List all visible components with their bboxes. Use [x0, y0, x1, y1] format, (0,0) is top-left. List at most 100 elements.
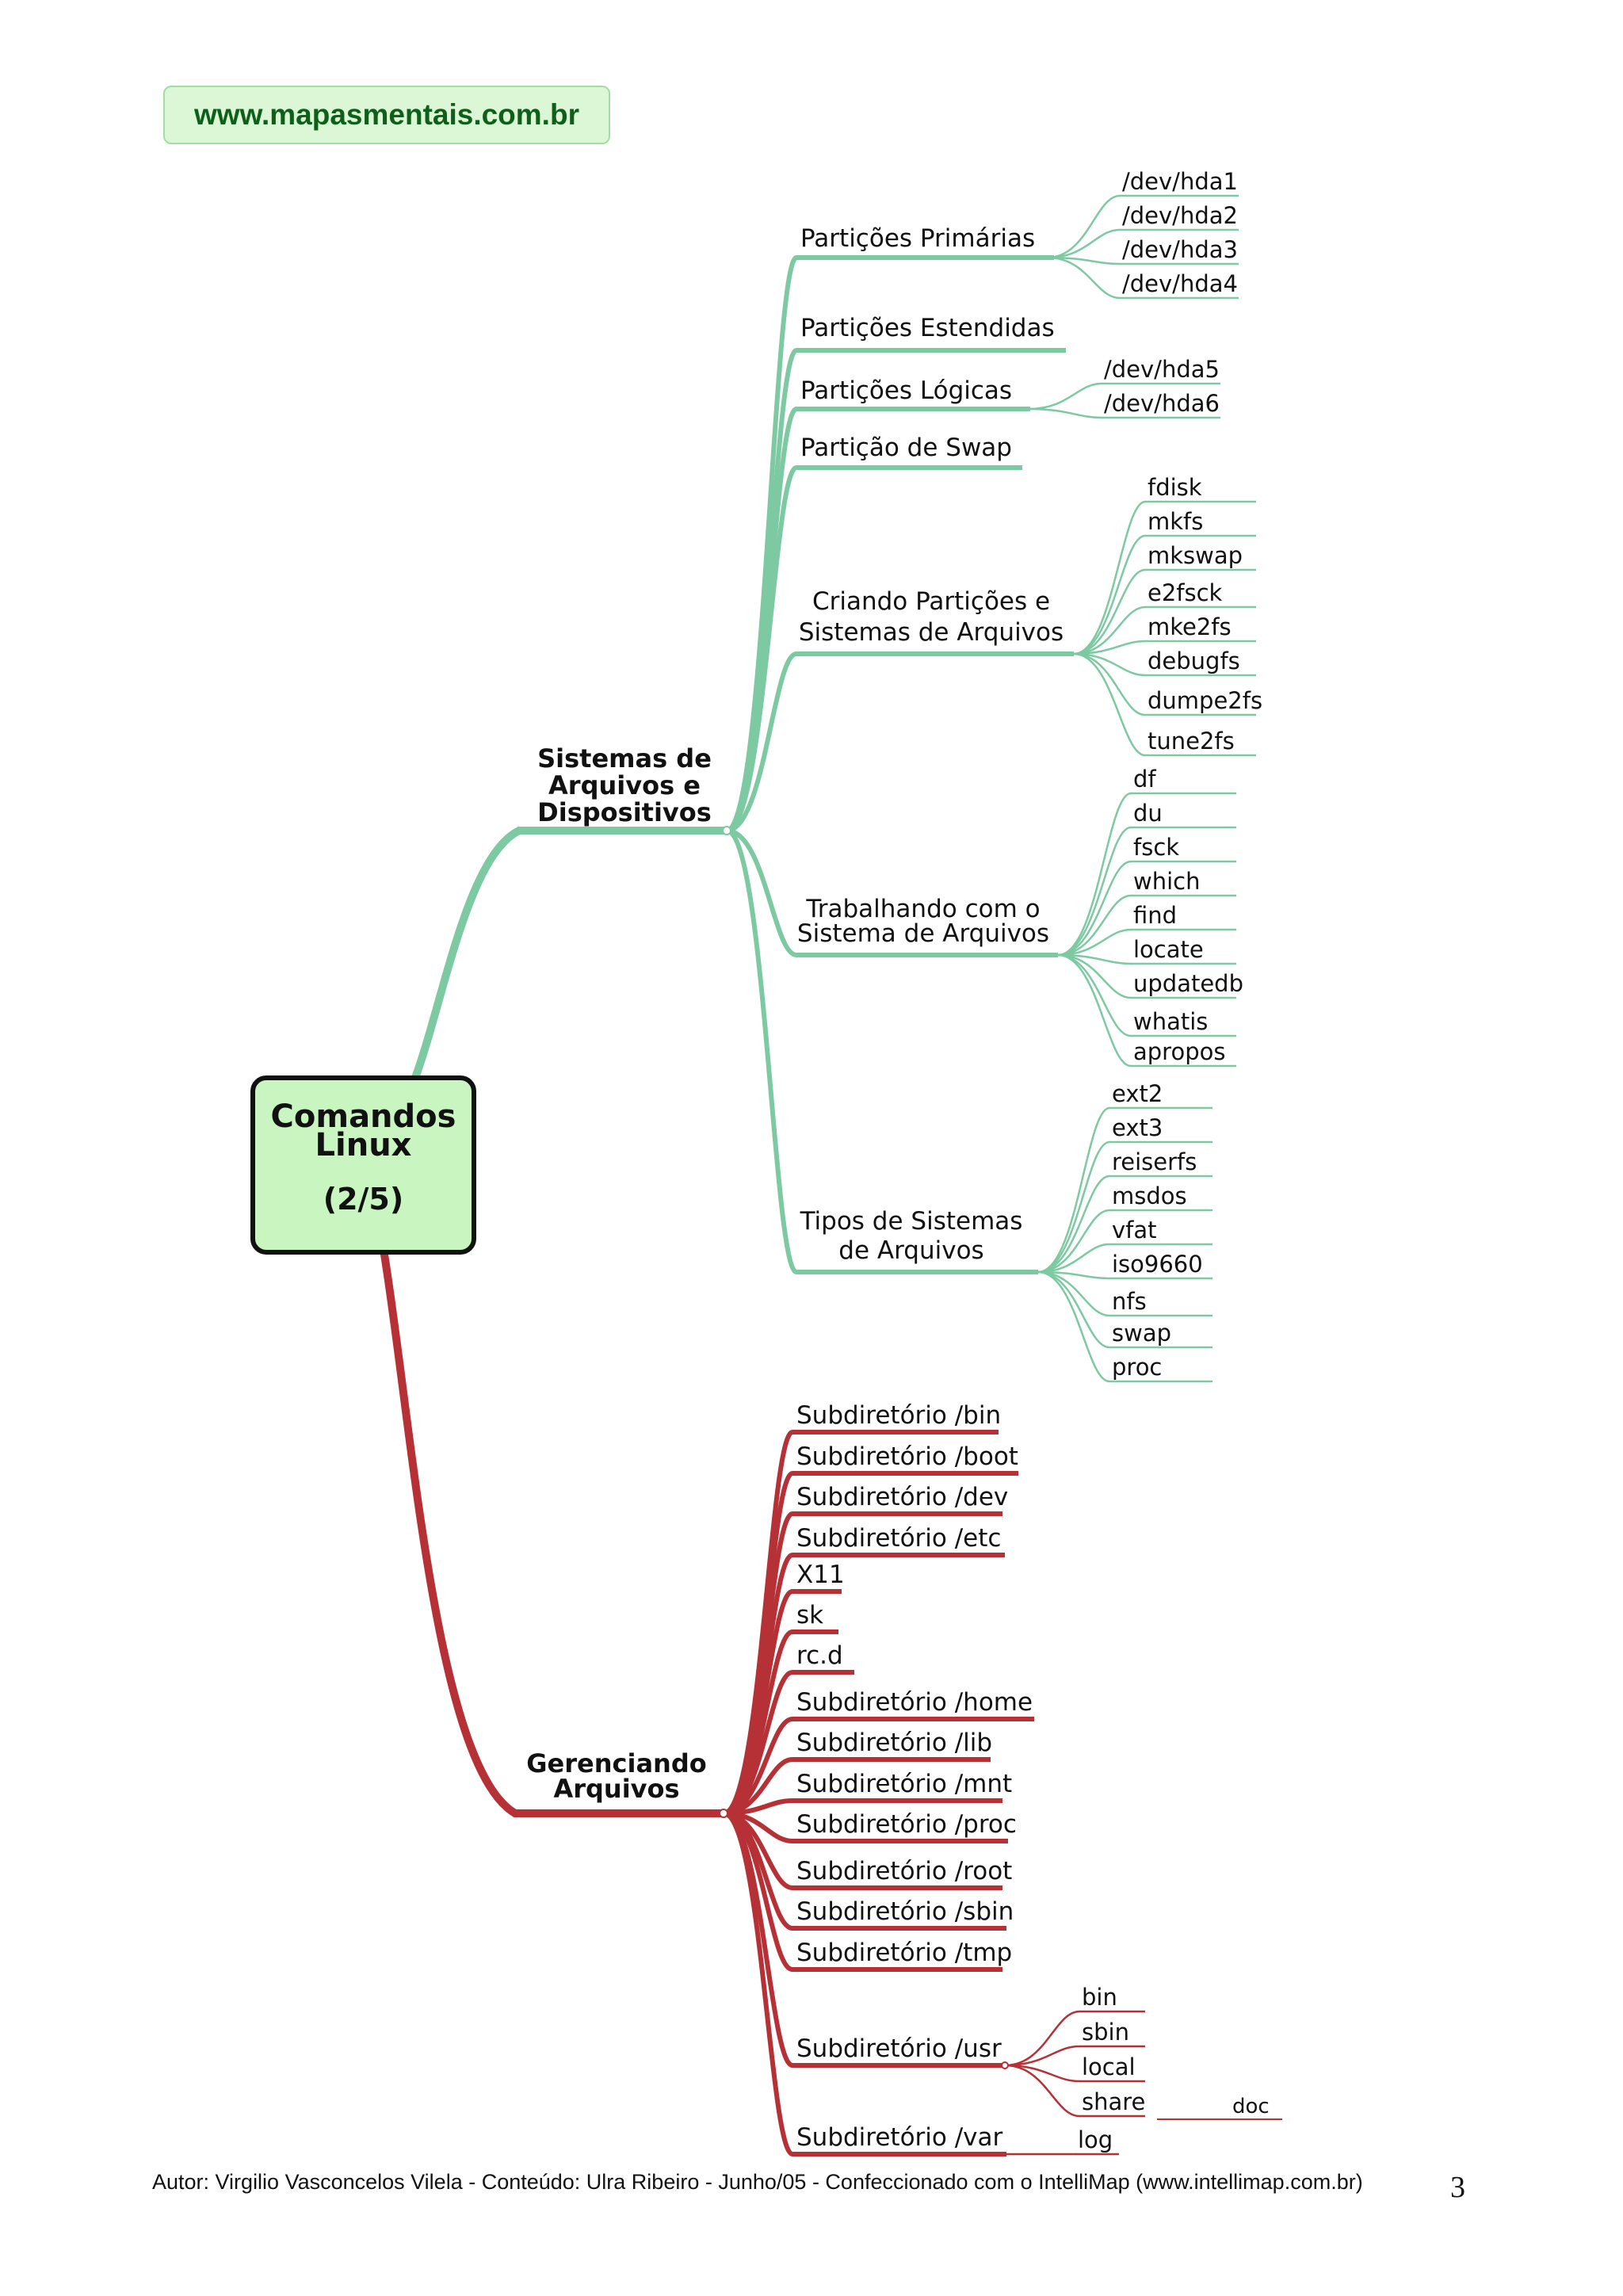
leaf-connector [1056, 953, 1132, 999]
topic-label[interactable]: Partições Lógicas [800, 376, 1012, 405]
leaf-label[interactable]: mkfs [1148, 508, 1203, 535]
leaf-label[interactable]: reiserfs [1112, 1148, 1197, 1175]
leaf-connector [1027, 382, 1103, 411]
leaf-label[interactable]: ext2 [1112, 1080, 1163, 1107]
leaf-label[interactable]: dumpe2fs [1148, 687, 1262, 714]
leaf-label[interactable]: which [1133, 868, 1200, 895]
topic-label[interactable]: de Arquivos [838, 1236, 983, 1265]
topic-label[interactable]: sk [796, 1601, 823, 1629]
leaf-label[interactable]: updatedb [1133, 970, 1243, 997]
branch-label-files[interactable]: Arquivos [553, 1774, 679, 1804]
topic-label[interactable]: Subdiretório /boot [796, 1442, 1018, 1471]
leaf-label[interactable]: tune2fs [1148, 728, 1235, 755]
leaf-connector [1037, 1270, 1111, 1383]
topic-label[interactable]: Partições Primárias [800, 224, 1035, 253]
topic-label[interactable]: Partição de Swap [800, 434, 1012, 462]
leaf-connector [1056, 860, 1132, 957]
leaf-label[interactable]: whatis [1133, 1008, 1208, 1035]
topic-label[interactable]: Subdiretório /proc [796, 1810, 1017, 1839]
leaf-label[interactable]: e2fsck [1148, 579, 1223, 606]
leaf-label[interactable]: /dev/hda3 [1122, 236, 1238, 263]
topic-label[interactable]: Subdiretório /home [796, 1688, 1033, 1717]
leaf-label[interactable]: /dev/hda6 [1104, 390, 1220, 417]
topic-label[interactable]: Subdiretório /mnt [796, 1770, 1012, 1798]
branch-label-filesystems[interactable]: Arquivos e [548, 770, 701, 800]
leaf-label[interactable]: fdisk [1148, 474, 1202, 501]
leaf-label[interactable]: ext3 [1112, 1114, 1163, 1141]
leaf-connector [1072, 652, 1147, 716]
leaf-connector [1056, 928, 1132, 957]
leaf-label[interactable]: find [1133, 902, 1177, 929]
leaf-connector [1056, 894, 1132, 957]
leaf-label[interactable]: /dev/hda1 [1122, 168, 1238, 195]
leaf-label[interactable]: debugfs [1148, 648, 1240, 674]
branch-label-filesystems[interactable]: Sistemas de [537, 743, 712, 774]
topic-label[interactable]: Subdiretório /tmp [796, 1939, 1012, 1967]
leaf-label[interactable]: sbin [1082, 2019, 1129, 2046]
leaf-label[interactable]: /dev/hda5 [1104, 356, 1220, 383]
root-title-line2: Linux [315, 1127, 412, 1163]
topic-label[interactable]: Subdiretório /root [796, 1857, 1012, 1885]
topic-label[interactable]: Subdiretório /usr [796, 2034, 1002, 2063]
topic-connector [724, 828, 799, 957]
leaf-label[interactable]: fsck [1133, 834, 1179, 861]
topic-label[interactable]: X11 [796, 1561, 845, 1589]
leaf-connector [1072, 534, 1147, 655]
topic-label[interactable]: Criando Partições e [812, 587, 1050, 616]
branch-connector-filesystems [412, 827, 731, 1079]
footer-author: Autor: Virgilio Vasconcelos Vilela - Con… [152, 2170, 1363, 2194]
topic-label[interactable]: Subdiretório /sbin [796, 1897, 1014, 1926]
leaf-label[interactable]: /dev/hda4 [1122, 270, 1238, 297]
leaf-label[interactable]: vfat [1112, 1217, 1157, 1244]
leaf-connector [1072, 652, 1147, 677]
topic-label[interactable]: Partições Estendidas [800, 314, 1055, 342]
leaf-connector [1072, 568, 1147, 655]
topic-label[interactable]: Trabalhando com o [805, 895, 1040, 923]
leaf-label[interactable]: proc [1112, 1354, 1162, 1381]
leaf-connector [1056, 953, 1132, 1068]
leaf-label[interactable]: iso9660 [1112, 1251, 1203, 1278]
root-node[interactable]: Comandos Linux (2/5) [250, 1075, 476, 1255]
leaf-connector [1037, 1175, 1111, 1274]
leaf-label[interactable]: local [1082, 2053, 1136, 2080]
usr-hub-dot [1001, 2061, 1009, 2069]
topic-label[interactable]: rc.d [796, 1641, 843, 1670]
leaf-connector [1037, 1140, 1111, 1274]
leaf-label[interactable]: bin [1082, 1984, 1117, 2011]
page-number: 3 [1450, 2171, 1465, 2204]
leaf-connector [1037, 1243, 1111, 1274]
leaf-label[interactable]: locate [1133, 936, 1204, 963]
topic-label[interactable]: Sistemas de Arquivos [799, 618, 1064, 647]
branch-hub-dot [722, 826, 731, 835]
branch-label-filesystems[interactable]: Dispositivos [537, 797, 712, 827]
leaf-connector [1046, 228, 1121, 259]
leaf-connector [1046, 194, 1121, 259]
topic-label[interactable]: Subdiretório /etc [796, 1524, 1001, 1553]
topic-label[interactable]: Subdiretório /bin [796, 1401, 1001, 1430]
root-page-part: (2/5) [323, 1182, 404, 1217]
leaf-label[interactable]: log [1078, 2126, 1113, 2153]
branch-hub-dot [719, 1809, 728, 1818]
topic-label[interactable]: Subdiretório /lib [796, 1729, 992, 1757]
topic-label[interactable]: Subdiretório /dev [796, 1483, 1008, 1511]
leaf-connector [1046, 256, 1121, 300]
topic-label[interactable]: Tipos de Sistemas [800, 1207, 1023, 1236]
leaf-label[interactable]: /dev/hda2 [1122, 202, 1238, 229]
topic-label[interactable]: Subdiretório /var [796, 2123, 1003, 2152]
leaf-label[interactable]: msdos [1112, 1182, 1187, 1209]
leaf-label[interactable]: mke2fs [1148, 613, 1232, 640]
leaf-label[interactable]: mkswap [1148, 542, 1243, 569]
leaf-label[interactable]: du [1133, 800, 1163, 827]
leaf-label[interactable]: df [1133, 766, 1156, 793]
root-title-line1: Comandos [270, 1098, 456, 1135]
leaf-label[interactable]: nfs [1112, 1288, 1147, 1315]
topic-label[interactable]: Sistema de Arquivos [797, 919, 1049, 948]
site-url[interactable]: www.mapasmentais.com.br [194, 98, 579, 131]
leaf-label[interactable]: apropos [1133, 1038, 1225, 1065]
leaf-label[interactable]: swap [1112, 1320, 1171, 1347]
branch-label-files[interactable]: Gerenciando [526, 1748, 706, 1778]
site-url-badge[interactable]: www.mapasmentais.com.br [163, 86, 610, 144]
leaf-label[interactable]: share [1082, 2088, 1145, 2115]
leaf-label-doc[interactable]: doc [1232, 2095, 1270, 2118]
